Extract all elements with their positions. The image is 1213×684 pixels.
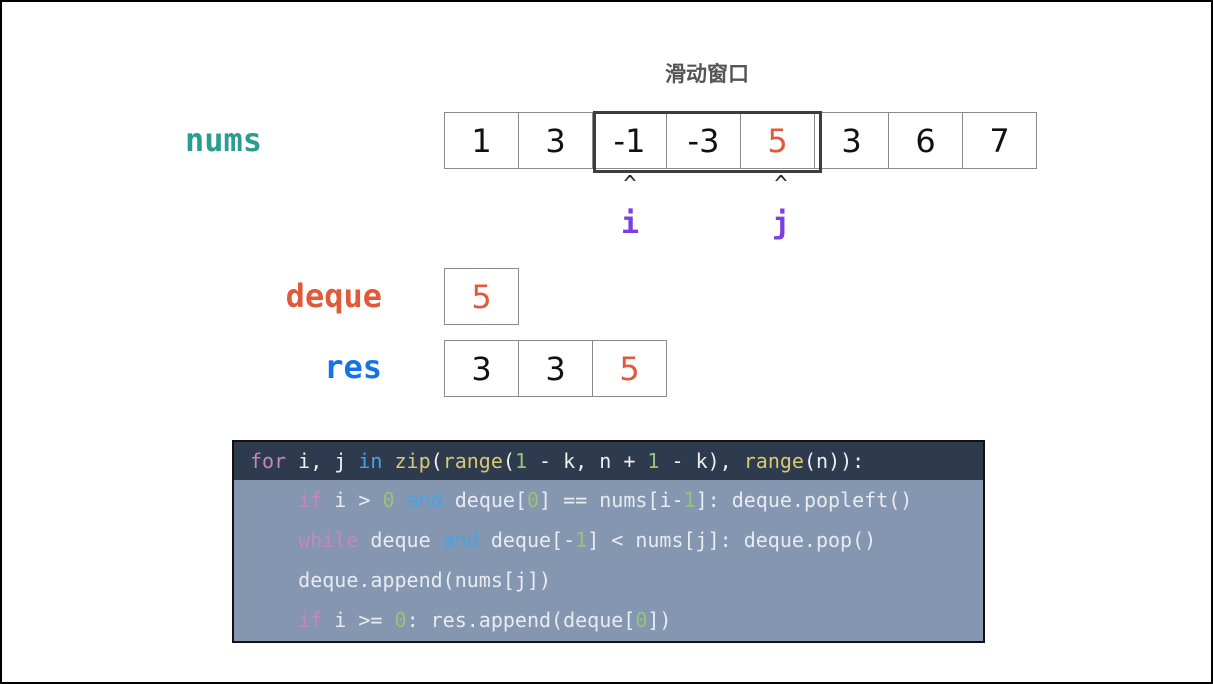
code-token-kw2: in xyxy=(358,449,383,473)
code-line: deque.append(nums[j]) xyxy=(234,560,983,600)
diagram-title: 滑动窗口 xyxy=(665,62,749,86)
code-token: i >= xyxy=(322,608,395,632)
code-token-num: 1 xyxy=(575,528,588,552)
code-token-num: 1 xyxy=(683,488,696,512)
deque-label: deque xyxy=(285,277,382,315)
deque-array: 5 xyxy=(444,268,519,325)
code-token-kw2: and xyxy=(442,528,479,552)
pointer-j-caret: ^ xyxy=(774,172,788,197)
code-token: i, j xyxy=(286,449,359,473)
code-token-num: 1 xyxy=(514,449,527,473)
code-token-kw: if xyxy=(298,608,323,632)
code-token-fn: range xyxy=(743,449,804,473)
code-token: ( xyxy=(502,449,515,473)
res-cell: 3 xyxy=(518,340,593,397)
code-line: if i >= 0: res.append(deque[0]) xyxy=(234,600,983,640)
code-token-num: 0 xyxy=(394,608,407,632)
code-token-num: 0 xyxy=(635,608,648,632)
code-token: ( xyxy=(430,449,443,473)
code-token: i > xyxy=(322,488,383,512)
pointer-i-caret: ^ xyxy=(623,172,637,197)
code-token: : res.append(deque[ xyxy=(406,608,636,632)
code-token-kw: if xyxy=(298,488,323,512)
code-token: deque.append(nums[j]) xyxy=(298,568,552,592)
nums-cell: 1 xyxy=(444,112,519,169)
code-line: while deque and deque[-1] < nums[j]: deq… xyxy=(234,520,983,560)
code-block: for i, j in zip(range(1 - k, n + 1 - k),… xyxy=(232,440,985,643)
nums-cell: -1 xyxy=(592,112,667,169)
code-token-kw2: and xyxy=(406,488,443,512)
code-token-kw: while xyxy=(298,528,359,552)
code-token-kw: for xyxy=(250,449,287,473)
nums-label: nums xyxy=(184,121,262,159)
code-token-fn: zip xyxy=(394,449,431,473)
code-token: ] == nums[i- xyxy=(539,488,684,512)
code-token xyxy=(395,488,407,512)
code-token: ]) xyxy=(647,608,672,632)
code-token-fn: range xyxy=(442,449,503,473)
code-token: deque[ xyxy=(442,488,527,512)
nums-cell: -3 xyxy=(666,112,741,169)
code-token: - k), xyxy=(659,449,744,473)
code-line: for i, j in zip(range(1 - k, n + 1 - k),… xyxy=(234,442,983,480)
nums-cell: 5 xyxy=(740,112,815,169)
code-token-num: 0 xyxy=(527,488,540,512)
nums-cell: 7 xyxy=(962,112,1037,169)
code-token-num: 0 xyxy=(382,488,395,512)
nums-cell: 3 xyxy=(518,112,593,169)
code-line: if i > 0 and deque[0] == nums[i-1]: dequ… xyxy=(234,480,983,520)
pointer-j-label: j xyxy=(771,206,791,241)
pointer-i-label: i xyxy=(620,206,640,241)
code-token: ] < nums[j]: deque.pop() xyxy=(587,528,877,552)
code-token: - k, n + xyxy=(527,449,648,473)
res-cell: 3 xyxy=(444,340,519,397)
code-token: ]: deque.popleft() xyxy=(695,488,913,512)
code-token: deque xyxy=(358,528,443,552)
deque-cell: 5 xyxy=(444,268,519,325)
code-token: deque[- xyxy=(478,528,576,552)
res-cell: 5 xyxy=(592,340,667,397)
code-token-num: 1 xyxy=(647,449,660,473)
res-label: res xyxy=(324,348,382,386)
code-token: (n)): xyxy=(803,449,865,473)
nums-cell: 6 xyxy=(888,112,963,169)
nums-cell: 3 xyxy=(814,112,889,169)
code-token xyxy=(382,449,394,473)
